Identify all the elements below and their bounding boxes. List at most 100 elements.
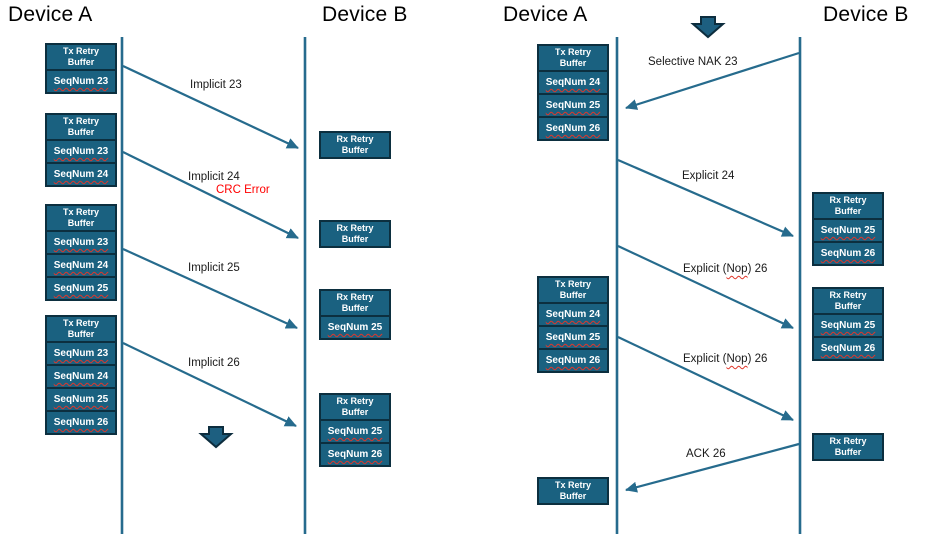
arrow-implicit-24 [122,151,299,239]
buffer-header: Tx Retry Buffer [47,206,115,230]
buffer-header: Rx Retry Buffer [321,133,389,157]
seqnum-cell: SeqNum 24 [47,366,115,387]
buffer-header: Rx Retry Buffer [321,222,389,246]
seqnum-cell: SeqNum 26 [539,118,607,139]
seqnum-cell: SeqNum 24 [539,304,607,325]
right-device-a-title: Device A [503,3,588,26]
seqnum-cell: SeqNum 25 [814,315,882,336]
buffer-header: Tx Retry Buffer [47,115,115,139]
down-arrow-icon [690,16,726,39]
seqnum-text: SeqNum 23 [53,76,109,87]
rx-retry-buffer-box: Rx Retry Buffer [319,131,391,159]
down-arrow-icon [198,426,234,449]
seqnum-cell: SeqNum 25 [47,278,115,299]
arrow-ack-26 [625,442,800,493]
seqnum-text: SeqNum 25 [820,225,876,236]
label-implicit-23: Implicit 23 [190,79,242,91]
seqnum-text: SeqNum 26 [545,123,601,134]
seqnum-cell: SeqNum 24 [539,72,607,93]
seqnum-cell: SeqNum 26 [814,338,882,359]
arrow-implicit-23 [122,65,299,149]
seqnum-text: SeqNum 26 [820,343,876,354]
label-text: Explicit ( [683,353,727,365]
arrow-implicit-25 [122,247,298,330]
seqnum-cell: SeqNum 25 [814,220,882,241]
buffer-header: Tx Retry Buffer [539,46,607,70]
buffer-header: Tx Retry Buffer [47,317,115,341]
seqnum-cell: SeqNum 26 [47,412,115,433]
label-selective-nak-23: Selective NAK 23 [648,56,738,68]
buffer-header: Rx Retry Buffer [321,395,389,419]
label-text-nop: Nop [726,263,748,275]
seqnum-text: SeqNum 26 [53,417,109,428]
seqnum-text: SeqNum 25 [545,332,601,343]
arrow-implicit-26 [122,342,297,427]
seqnum-cell: SeqNum 23 [47,232,115,253]
seqnum-text: SeqNum 24 [545,309,601,320]
seqnum-text: SeqNum 24 [53,169,109,180]
seqnum-cell: SeqNum 26 [539,350,607,371]
label-implicit-25: Implicit 25 [188,262,240,274]
seqnum-cell: SeqNum 23 [47,343,115,364]
seqnum-cell: SeqNum 24 [47,164,115,185]
rx-retry-buffer-box: Rx Retry Buffer [319,220,391,248]
seqnum-text: SeqNum 26 [545,355,601,366]
arrow-explicit-24 [617,158,794,238]
seqnum-text: SeqNum 25 [327,322,383,333]
seqnum-cell: SeqNum 25 [539,95,607,116]
left-device-b-title: Device B [322,3,408,26]
buffer-header: Tx Retry Buffer [539,278,607,302]
label-explicit-24: Explicit 24 [682,170,735,182]
seqnum-cell: SeqNum 25 [321,421,389,442]
seqnum-cell: SeqNum 25 [539,327,607,348]
seqnum-cell: SeqNum 23 [47,71,115,92]
seqnum-text: SeqNum 23 [53,237,109,248]
seqnum-text: SeqNum 26 [820,248,876,259]
buffer-header: Rx Retry Buffer [814,289,882,313]
label-text: Explicit ( [683,263,727,275]
arrow-selective-nak-23 [625,51,800,110]
buffer-header: Rx Retry Buffer [321,291,389,315]
buffer-header: Tx Retry Buffer [47,45,115,69]
seqnum-cell: SeqNum 25 [321,317,389,338]
label-implicit-24: Implicit 24 [188,171,240,183]
seqnum-text: SeqNum 25 [53,283,109,294]
label-text: ) 26 [747,263,768,275]
seqnum-text: SeqNum 23 [53,146,109,157]
arrow-explicit-nop-26-second [617,336,794,421]
seqnum-text: SeqNum 24 [53,371,109,382]
seqnum-text: SeqNum 26 [327,449,383,460]
arrow-explicit-nop-26-first [617,245,794,329]
tx-retry-buffer-box: Tx Retry Buffer [537,477,609,505]
seqnum-text: SeqNum 25 [545,100,601,111]
buffer-header: Rx Retry Buffer [814,194,882,218]
label-crc-error: CRC Error [216,184,270,196]
seqnum-text: SeqNum 25 [53,394,109,405]
seqnum-cell: SeqNum 26 [321,444,389,465]
seqnum-cell: SeqNum 25 [47,389,115,410]
seqnum-cell: SeqNum 23 [47,141,115,162]
label-explicit-nop-26: Explicit (Nop) 26 [683,263,767,275]
label-implicit-26: Implicit 26 [188,357,240,369]
seqnum-cell: SeqNum 26 [814,243,882,264]
seqnum-text: SeqNum 23 [53,348,109,359]
seqnum-text: SeqNum 24 [53,260,109,271]
label-explicit-nop-26: Explicit (Nop) 26 [683,353,767,365]
rx-retry-buffer-box: Rx Retry Buffer [812,433,884,461]
seqnum-text: SeqNum 24 [545,77,601,88]
buffer-header: Tx Retry Buffer [539,479,607,503]
seqnum-text: SeqNum 25 [820,320,876,331]
label-ack-26: ACK 26 [686,448,726,460]
right-device-b-title: Device B [823,3,909,26]
label-text: ) 26 [747,353,768,365]
